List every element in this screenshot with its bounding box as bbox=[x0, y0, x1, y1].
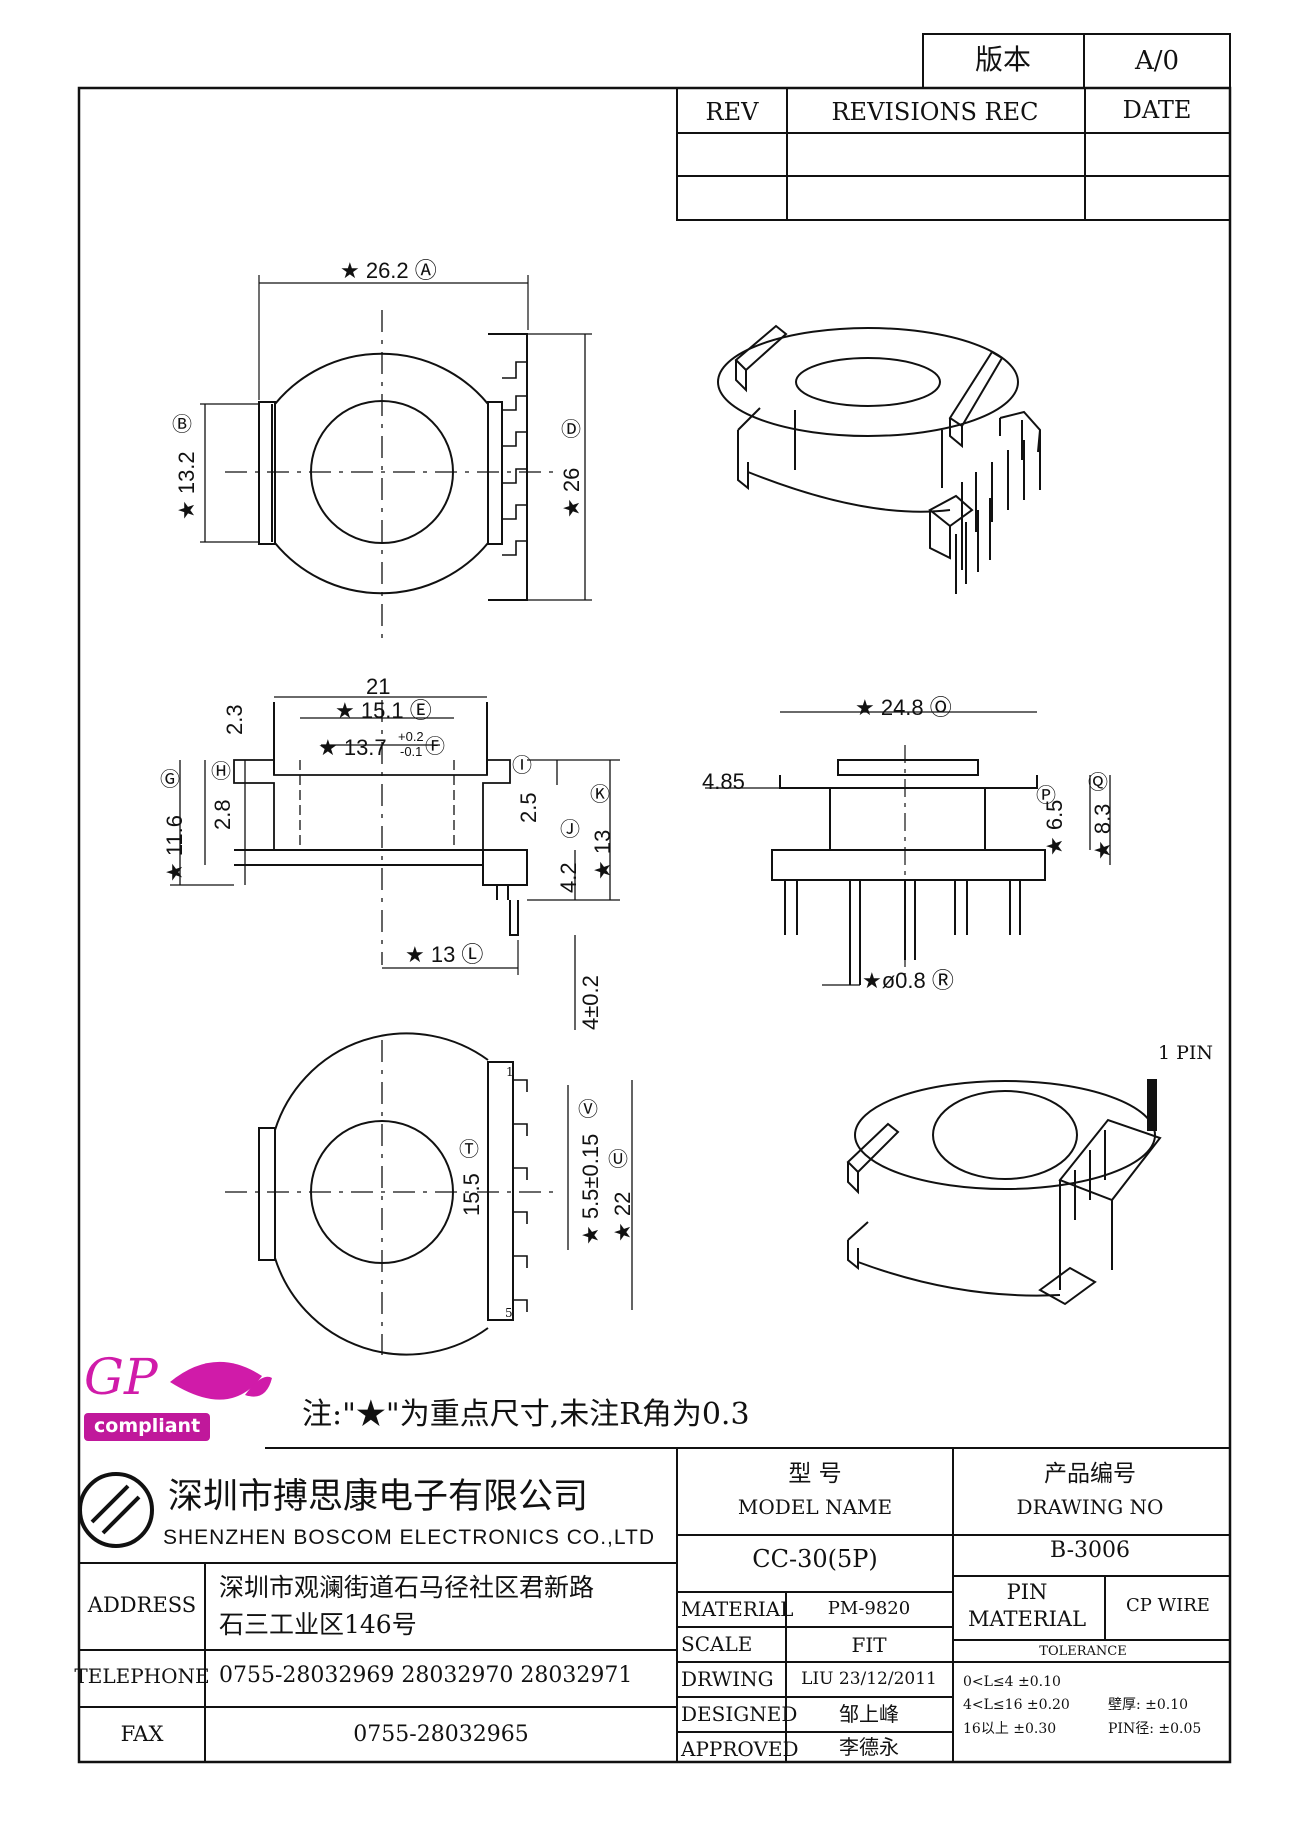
designed-label: DESIGNED bbox=[681, 1702, 798, 1726]
pin-number-1: 1 bbox=[506, 1065, 514, 1079]
dim-k-circle: Ⓚ bbox=[590, 784, 610, 806]
drwing-label: DRWING bbox=[681, 1667, 774, 1691]
material-value: PM-9820 bbox=[827, 1598, 911, 1619]
company-logo bbox=[78, 1472, 154, 1548]
dim-b-value: ★ 13.2 bbox=[174, 451, 199, 520]
dim-v-value: ★ 5.5±0.15 bbox=[578, 1133, 603, 1245]
company-name-en: SHENZHEN BOSCOM ELECTRONICS CO.,LTD bbox=[163, 1526, 655, 1549]
version-box bbox=[922, 33, 1231, 89]
dim-4-85: 4.85 bbox=[702, 769, 745, 794]
fax-label: FAX bbox=[120, 1722, 164, 1746]
model-name-value: CC-30(5P) bbox=[752, 1545, 878, 1573]
gp-logo-text: GP bbox=[84, 1348, 158, 1406]
material-label: MATERIAL bbox=[681, 1597, 794, 1621]
dim-p-circle: Ⓟ bbox=[1036, 785, 1056, 807]
dim-q-value: ★ 8.3 bbox=[1090, 803, 1115, 860]
drawing-no-en: DRAWING NO bbox=[1016, 1495, 1164, 1519]
gp-leaf-icon bbox=[170, 1361, 272, 1400]
front-view bbox=[705, 711, 1111, 986]
version-value: A/0 bbox=[1134, 46, 1180, 76]
dim-g-value: ★ 11.6 bbox=[162, 814, 187, 882]
rev-header: REV bbox=[705, 98, 759, 126]
dim-d-value: ★ 26 bbox=[559, 467, 584, 518]
dim-f-tol-lower: -0.1 bbox=[400, 744, 423, 759]
scale-value: FIT bbox=[851, 1633, 887, 1657]
tolerance-row-3: 16以上 ±0.30 bbox=[963, 1721, 1057, 1737]
dim-t-circle: Ⓣ bbox=[459, 1139, 479, 1161]
pin-diameter-tolerance: PIN径: ±0.05 bbox=[1108, 1721, 1202, 1737]
model-name-cn: 型 号 bbox=[788, 1461, 842, 1487]
revisions-header: REVISIONS REC bbox=[831, 98, 1039, 126]
address-label: ADDRESS bbox=[87, 1593, 197, 1617]
company-name-cn: 深圳市搏思康电子有限公司 bbox=[168, 1477, 589, 1517]
dim-f-circle: Ⓕ bbox=[425, 736, 445, 758]
dim-d-circle: Ⓓ bbox=[561, 419, 581, 441]
dim-o: ★ 24.8 Ⓞ bbox=[855, 695, 952, 720]
dim-l: ★ 13 Ⓛ bbox=[405, 942, 484, 967]
pin-material-label-1: PIN bbox=[1006, 1580, 1048, 1604]
drawing-note: 注:"★"为重点尺寸,未注R角为0.3 bbox=[302, 1397, 750, 1432]
telephone-label: TELEPHONE bbox=[74, 1664, 210, 1688]
dim-e: ★ 15.1 Ⓔ bbox=[335, 698, 432, 723]
dim-j-circle: Ⓙ bbox=[560, 819, 580, 841]
dim-j-value: 4.2 bbox=[556, 862, 581, 893]
gp-compliant-badge: compliant bbox=[84, 1413, 211, 1441]
dim-g-circle: Ⓖ bbox=[160, 769, 180, 791]
wall-tolerance: 壁厚: ±0.10 bbox=[1108, 1697, 1189, 1713]
tolerance-label: TOLERANCE bbox=[1039, 1644, 1127, 1659]
approved-value: 李德永 bbox=[839, 1735, 899, 1759]
iso-view-bottom bbox=[846, 1079, 1162, 1306]
dim-r: ★ø0.8 Ⓡ bbox=[862, 968, 954, 993]
dim-f-tol-upper: +0.2 bbox=[398, 729, 424, 744]
pin-number-5: 5 bbox=[505, 1306, 513, 1320]
dim-f: ★ 13.7 bbox=[318, 735, 387, 760]
side-view bbox=[170, 696, 620, 1030]
revision-table bbox=[676, 87, 1231, 221]
dim-a: ★ 26.2 Ⓐ bbox=[340, 258, 437, 283]
dim-u-value: ★ 22 bbox=[610, 1191, 635, 1242]
dim-k-value: ★ 13 bbox=[590, 829, 615, 880]
drawing-no-value: B-3006 bbox=[1050, 1538, 1130, 1563]
sheet-border bbox=[77, 86, 1232, 1764]
dim-b-circle: Ⓑ bbox=[172, 414, 192, 436]
dim-v-circle: Ⓥ bbox=[578, 1099, 598, 1121]
dim-2-3: 2.3 bbox=[222, 704, 247, 735]
telephone-value: 0755-28032969 28032970 28032971 bbox=[219, 1663, 633, 1688]
drawing-no-cn: 产品编号 bbox=[1044, 1461, 1136, 1487]
dim-h-circle: Ⓗ bbox=[211, 761, 231, 783]
top-view bbox=[200, 275, 592, 640]
dim-21: 21 bbox=[366, 674, 391, 699]
tolerance-row-2: 4<L≤16 ±0.20 bbox=[963, 1697, 1070, 1713]
bottom-view bbox=[225, 1032, 633, 1356]
dim-i-value: 2.5 bbox=[516, 792, 541, 823]
pin-material-label-2: MATERIAL bbox=[967, 1607, 1087, 1631]
title-block-lines bbox=[79, 1447, 1230, 1762]
scale-label: SCALE bbox=[681, 1632, 753, 1656]
pin-material-value: CP WIRE bbox=[1126, 1595, 1210, 1616]
dim-q-circle: Ⓠ bbox=[1088, 772, 1108, 794]
fax-value: 0755-28032965 bbox=[353, 1722, 529, 1747]
model-name-en: MODEL NAME bbox=[737, 1495, 893, 1519]
date-header: DATE bbox=[1122, 96, 1192, 124]
iso-view-top bbox=[717, 324, 1042, 594]
tolerance-row-1: 0<L≤4 ±0.10 bbox=[963, 1674, 1061, 1690]
version-label: 版本 bbox=[974, 43, 1032, 76]
address-line1: 深圳市观澜街道石马径社区君新路 bbox=[219, 1573, 595, 1602]
approved-label: APPROVED bbox=[681, 1737, 799, 1761]
dim-p-value: ★ 6.5 bbox=[1042, 799, 1067, 856]
address-line2: 石三工业区146号 bbox=[219, 1610, 417, 1639]
dim-h-value: 2.8 bbox=[210, 799, 235, 830]
pin1-label: 1 PIN bbox=[1158, 1042, 1214, 1064]
dim-u-circle: Ⓤ bbox=[608, 1149, 628, 1171]
dim-pin-length: 4±0.2 bbox=[578, 975, 603, 1030]
dim-t-value: 15.5 bbox=[459, 1173, 484, 1216]
dim-i-circle: Ⓘ bbox=[512, 755, 532, 777]
designed-value: 邹上峰 bbox=[839, 1702, 899, 1726]
drwing-value: LIU 23/12/2011 bbox=[801, 1669, 937, 1689]
